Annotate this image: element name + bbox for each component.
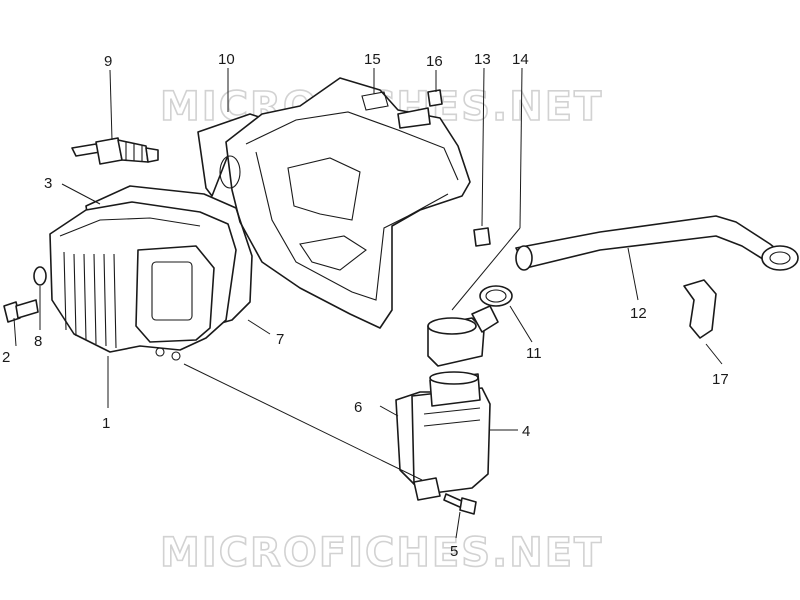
- cooling-shroud: [219, 77, 471, 329]
- callout-4: 4: [522, 423, 530, 440]
- callout-17: 17: [712, 371, 729, 388]
- breather-cap: [427, 305, 499, 367]
- callout-5: 5: [450, 543, 458, 560]
- callout-12: 12: [630, 305, 647, 322]
- callout-10: 10: [218, 51, 235, 68]
- washer-8: [33, 266, 47, 286]
- callout-3: 3: [44, 175, 52, 192]
- clip-16: [427, 89, 443, 107]
- callout-9: 9: [104, 53, 112, 70]
- callout-1: 1: [102, 415, 110, 432]
- oil-breather-box: [411, 371, 491, 501]
- callout-16: 16: [426, 53, 443, 70]
- callout-6: 6: [354, 399, 362, 416]
- hose-holder-17: [683, 279, 717, 339]
- callout-11: 11: [526, 345, 542, 362]
- watermark-bottom: MICROFICHES.NET: [160, 530, 603, 576]
- spark-plug: [71, 137, 159, 165]
- leader-lines: [13, 67, 723, 539]
- callout-8: 8: [34, 333, 42, 350]
- clip-13: [473, 227, 491, 247]
- breather-hose: [515, 215, 799, 271]
- callout-2: 2: [2, 349, 10, 366]
- screw-5: [443, 493, 477, 515]
- callout-15: 15: [364, 51, 381, 68]
- callout-14: 14: [512, 51, 529, 68]
- bolt-2: [3, 299, 39, 323]
- callout-13: 13: [474, 51, 491, 68]
- callout-7: 7: [276, 331, 284, 348]
- hose-clamp-11: [479, 285, 513, 307]
- cylinder-head-cover: [49, 201, 237, 361]
